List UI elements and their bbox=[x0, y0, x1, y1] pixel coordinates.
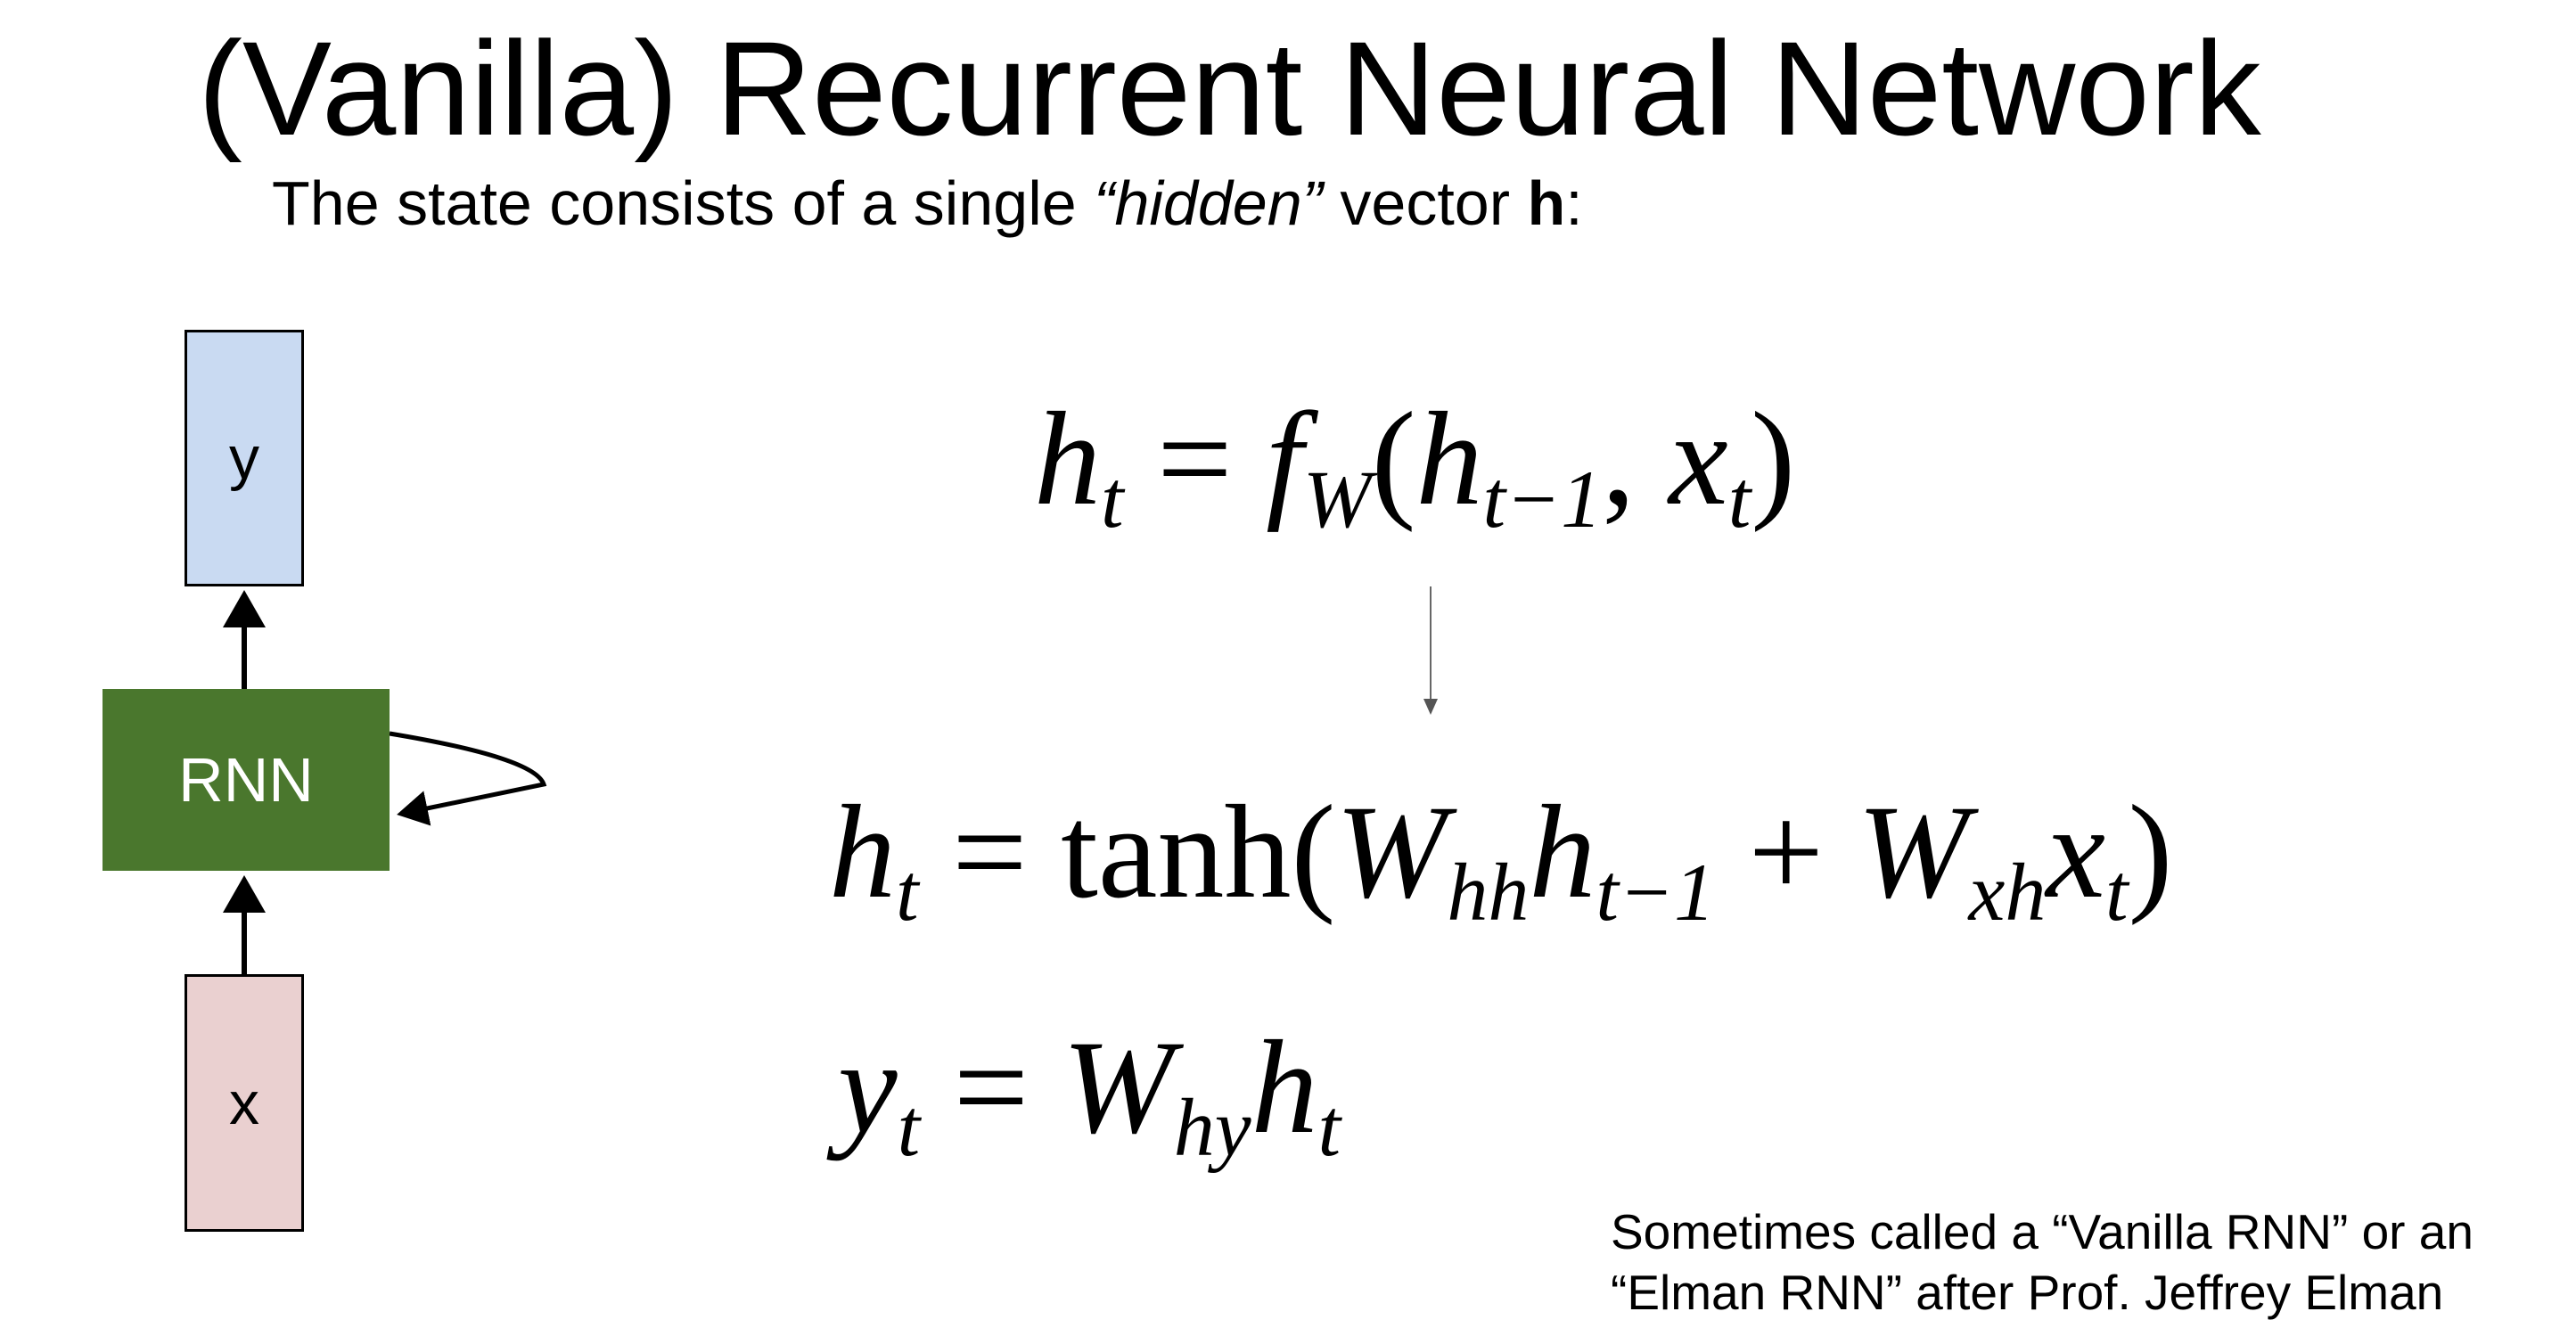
output-box: y bbox=[185, 330, 304, 586]
input-box: x bbox=[185, 974, 304, 1232]
equation-term: hh bbox=[1447, 846, 1530, 938]
equation-term: t bbox=[2104, 846, 2129, 938]
slide-subtitle: The state consists of a single “hidden” … bbox=[272, 168, 1583, 239]
equation-term: hy bbox=[1173, 1081, 1251, 1173]
equation-term: h bbox=[1415, 385, 1483, 533]
equation-term: = bbox=[952, 778, 1028, 926]
equation-term: ) bbox=[1751, 385, 1796, 533]
footnote-line-1: Sometimes called a “Vanilla RNN” or an bbox=[1611, 1204, 2473, 1259]
equation-term: ( bbox=[1371, 385, 1416, 533]
equation-term: t bbox=[1317, 1081, 1341, 1173]
equation-term: W bbox=[1857, 778, 1969, 926]
equation-term: = bbox=[953, 1013, 1030, 1161]
equation-term: x bbox=[1669, 385, 1728, 533]
equation-hidden-update: ht = tanh(Whhht−1 + Wxhxt) bbox=[829, 778, 2173, 933]
slide-title: (Vanilla) Recurrent Neural Network bbox=[198, 13, 2261, 163]
subtitle-prefix: The state consists of a single bbox=[272, 168, 1095, 238]
equation-term: t bbox=[1101, 453, 1124, 545]
subtitle-bold: h bbox=[1527, 168, 1566, 238]
equation-term: y bbox=[838, 1013, 898, 1161]
footnote-line-2: “Elman RNN” after Prof. Jeffrey Elman bbox=[1611, 1265, 2444, 1320]
equation-term: t bbox=[896, 846, 919, 938]
equation-output: yt = Whyht bbox=[838, 1013, 1341, 1168]
subtitle-middle: vector bbox=[1322, 168, 1528, 238]
equation-term: , bbox=[1602, 385, 1636, 533]
equation-term: f bbox=[1266, 385, 1303, 533]
equation-term: h bbox=[1529, 778, 1596, 926]
equation-term: h bbox=[829, 778, 896, 926]
equation-term: x bbox=[2046, 778, 2105, 926]
equation-term: t bbox=[897, 1081, 921, 1173]
rnn-box: RNN bbox=[103, 689, 390, 871]
recurrent-loop-arrow bbox=[389, 731, 547, 826]
equation-term: h bbox=[1251, 1013, 1318, 1161]
input-label: x bbox=[229, 1069, 259, 1137]
equation-term: h bbox=[1034, 385, 1101, 533]
equation-general: ht = fW(ht−1, xt) bbox=[1034, 385, 1796, 540]
equation-term: t−1 bbox=[1482, 453, 1603, 545]
equation-term: = bbox=[1157, 385, 1233, 533]
subtitle-italic: “hidden” bbox=[1094, 168, 1323, 238]
equation-term: W bbox=[1335, 778, 1448, 926]
rnn-label: RNN bbox=[178, 745, 314, 815]
equation-term: + bbox=[1748, 778, 1825, 926]
equation-term: tanh( bbox=[1061, 778, 1336, 926]
footnote: Sometimes called a “Vanilla RNN” or an “E… bbox=[1611, 1201, 2473, 1323]
output-label: y bbox=[229, 424, 259, 492]
equation-term: W bbox=[1062, 1013, 1174, 1161]
equation-term: ) bbox=[2128, 778, 2173, 926]
equation-term: xh bbox=[1968, 846, 2047, 938]
subtitle-suffix: : bbox=[1565, 168, 1583, 238]
equation-term: t−1 bbox=[1596, 846, 1715, 938]
equation-term: W bbox=[1302, 453, 1372, 545]
equation-term: t bbox=[1727, 453, 1752, 545]
